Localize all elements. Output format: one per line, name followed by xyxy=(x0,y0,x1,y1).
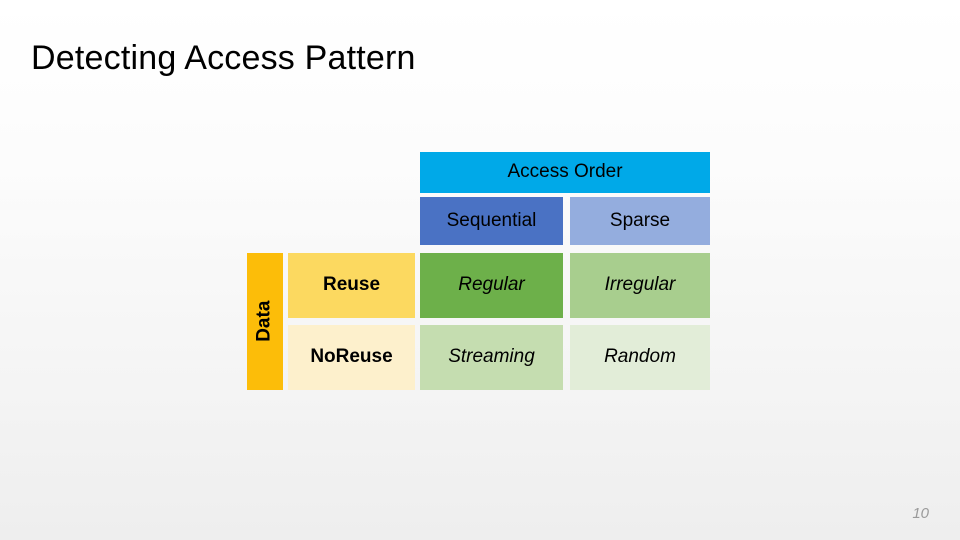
matrix-cell-irregular: Irregular xyxy=(570,253,710,318)
page-title: Detecting Access Pattern xyxy=(31,39,416,77)
page-number: 10 xyxy=(912,505,929,522)
matrix-column-header-sparse: Sparse xyxy=(570,197,710,245)
matrix-cell-random: Random xyxy=(570,325,710,390)
matrix-cell-streaming: Streaming xyxy=(420,325,563,390)
matrix-row-header-no-reuse: No Reuse xyxy=(288,325,415,390)
matrix-row-axis-label-text: Data xyxy=(253,300,275,343)
matrix-row-header-reuse: Reuse xyxy=(288,253,415,318)
matrix-row-header-no-reuse-line2: Reuse xyxy=(335,346,393,368)
matrix-column-header-sequential: Sequential xyxy=(420,197,563,245)
matrix-column-axis-label: Access Order xyxy=(420,152,710,193)
matrix-cell-regular: Regular xyxy=(420,253,563,318)
matrix-row-header-no-reuse-line1: No xyxy=(310,346,336,368)
matrix-row-axis-label: Data xyxy=(247,253,283,390)
